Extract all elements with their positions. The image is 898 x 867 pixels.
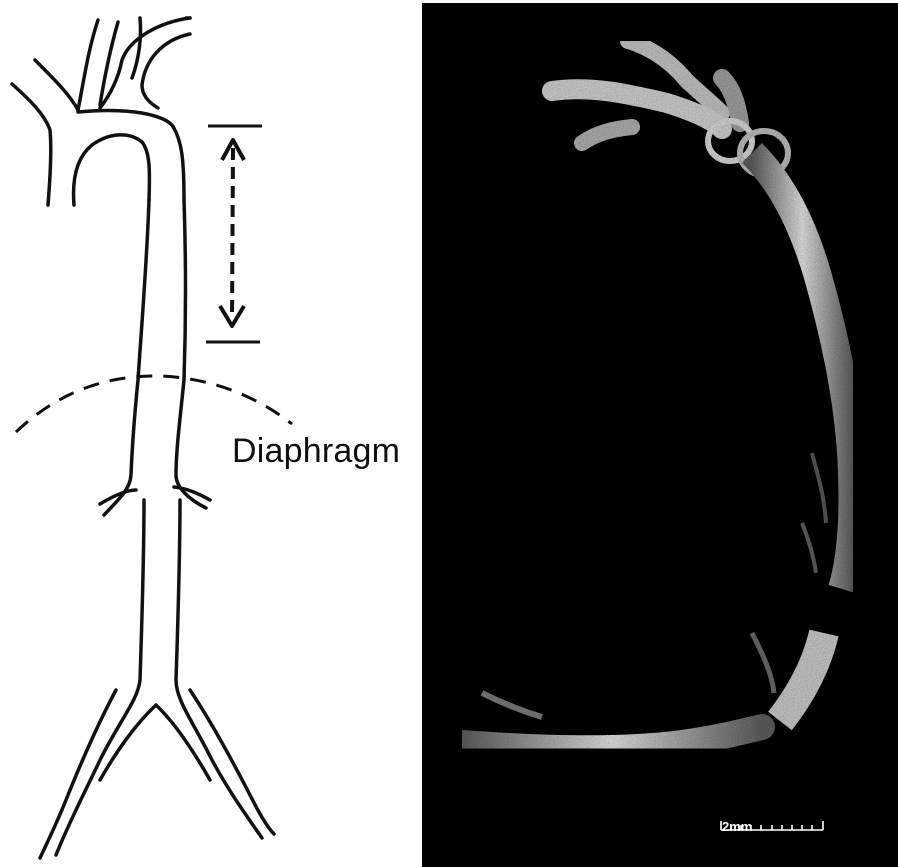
vessel-top-branch-3: [582, 127, 632, 143]
vessel-fragment-2: [482, 693, 542, 717]
iliac-right-outer: [190, 690, 274, 834]
arch-top: [78, 111, 184, 201]
abdominal-right-wall: [176, 500, 262, 838]
vessel-bottom-segment: [462, 727, 762, 748]
arch-inner: [74, 135, 150, 205]
aorta-schematic: Diaphragm: [0, 0, 422, 867]
measurement-bracket: [206, 126, 262, 342]
scale-bar: 2mm: [720, 819, 752, 833]
left-branch-outer: [12, 84, 51, 205]
iliac-crotch: [100, 705, 210, 780]
descending-right-wall: [176, 200, 206, 508]
dashed-arrow-shaft: [232, 148, 233, 318]
vessel-fragment-4: [802, 523, 816, 573]
left-branch-inner: [35, 60, 78, 110]
top-stroke-1: [132, 18, 141, 78]
vessel-fragment-3: [752, 633, 774, 693]
right-branch-lower: [142, 34, 190, 108]
descending-left-wall: [104, 200, 149, 515]
diaphragm-label: Diaphragm: [232, 432, 400, 471]
middle-branch-left: [78, 20, 98, 110]
vessel-render: [422, 3, 898, 867]
vessel-3d-scan: 2mm: [422, 3, 898, 867]
scale-ruler: [720, 819, 824, 831]
abdominal-left-wall: [56, 500, 144, 855]
diaphragm-dashed-arc: [16, 376, 292, 432]
vessel-lower-connector: [780, 633, 824, 721]
vessel-fragment-1: [812, 453, 826, 523]
